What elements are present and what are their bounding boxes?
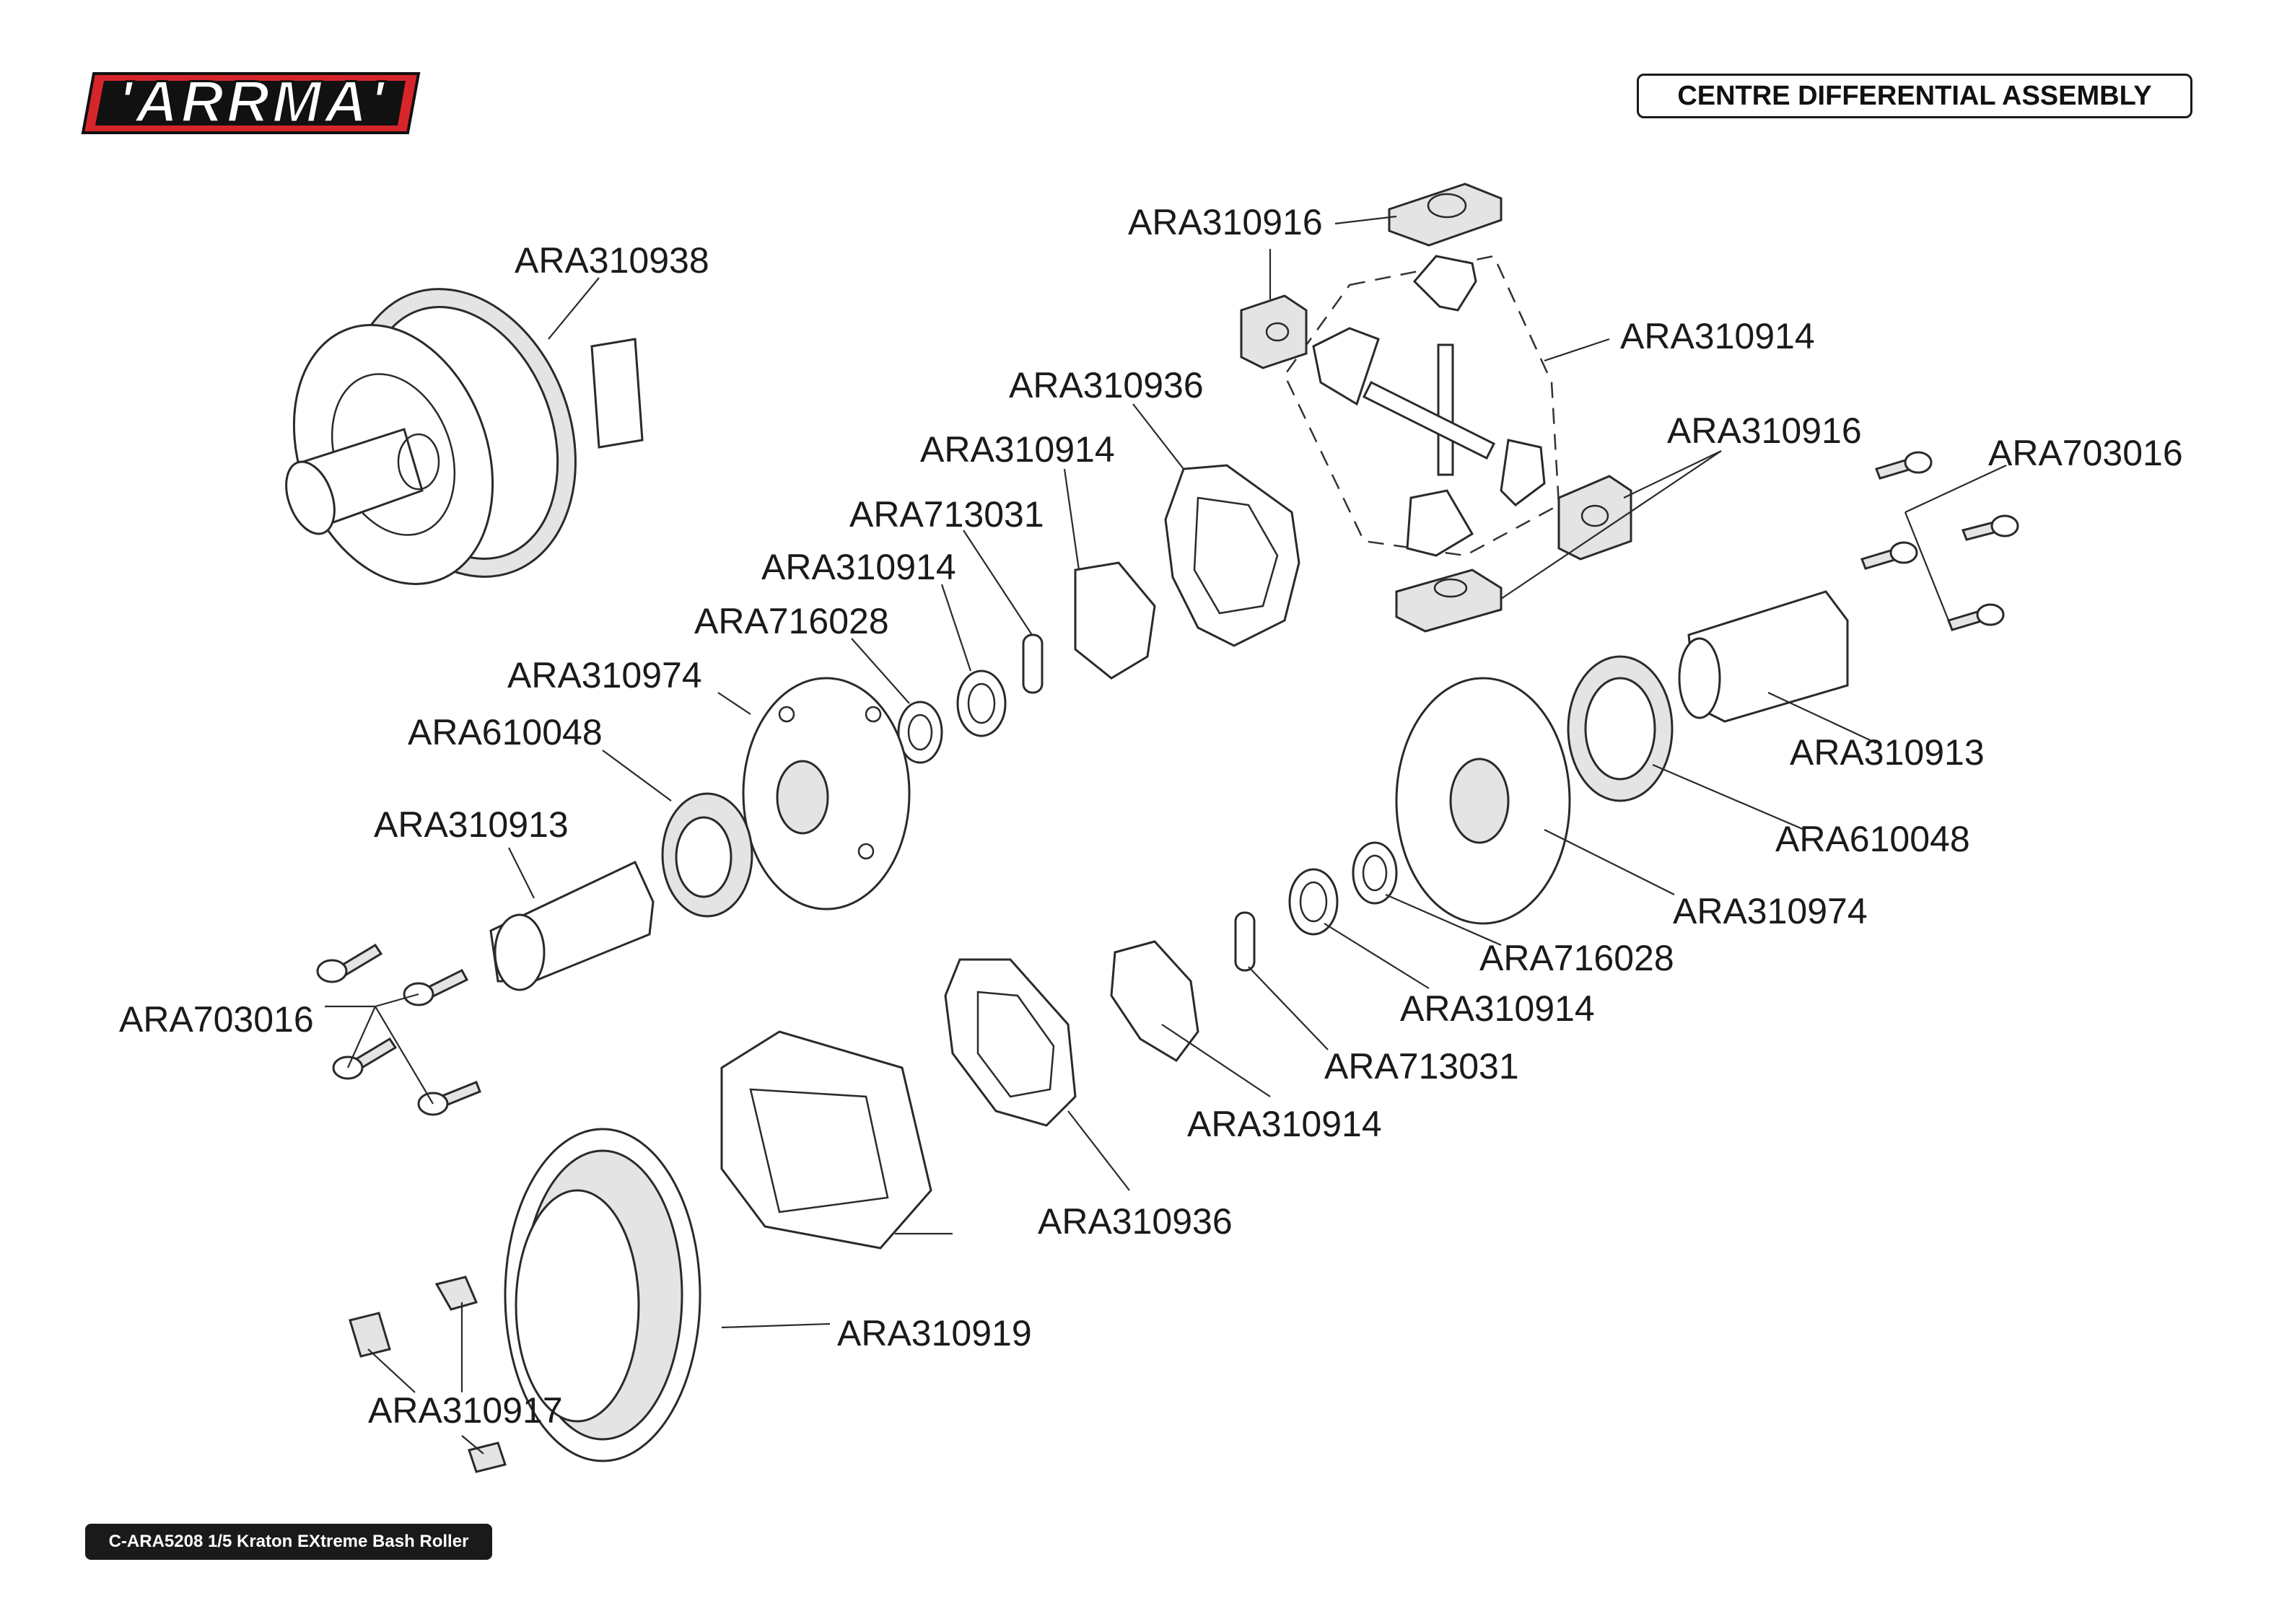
part-label-ARA310916-right: ARA310916 (1667, 411, 1862, 451)
part-labels: ARA310938 ARA310916 ARA310914 ARA310936 … (119, 202, 2183, 1431)
part-label-ARA310974-right: ARA310974 (1673, 891, 1868, 931)
part-label-ARA310917: ARA310917 (368, 1390, 563, 1431)
leader-lines (325, 215, 2007, 1454)
part-label-ARA713031-top: ARA713031 (849, 494, 1044, 535)
part-label-ARA610048-left: ARA610048 (408, 712, 603, 752)
part-label-ARA703016-left: ARA703016 (119, 999, 314, 1040)
part-label-ARA310913-right: ARA310913 (1790, 732, 1985, 773)
part-label-ARA310916-top: ARA310916 (1128, 202, 1323, 242)
footer-product-code: C-ARA5208 1/5 Kraton EXtreme Bash Roller (85, 1524, 492, 1560)
upper-diff-stack (489, 464, 1300, 991)
part-label-ARA310914-d: ARA310914 (1187, 1104, 1382, 1144)
screws-left (316, 943, 481, 1116)
part-label-ARA703016-right: ARA703016 (1988, 433, 2183, 473)
part-label-ARA716028-top: ARA716028 (694, 601, 889, 641)
part-label-ARA310938: ARA310938 (515, 240, 709, 281)
part-label-ARA716028-bottom: ARA716028 (1479, 938, 1674, 978)
part-label-ARA610048-right: ARA610048 (1775, 819, 1970, 859)
part-label-ARA310914-c: ARA310914 (1400, 988, 1595, 1029)
screws-right (1860, 451, 2019, 631)
part-label-ARA310914-spider: ARA310914 (1620, 316, 1815, 356)
part-label-ARA310936-top: ARA310936 (1009, 365, 1204, 405)
right-diff-stack (1234, 590, 1849, 972)
logo-wordmark: 'ARRMA' (117, 69, 388, 136)
part-label-ARA310936-bottom: ARA310936 (1038, 1201, 1233, 1242)
lower-diff-stack (349, 940, 1199, 1473)
part-label-ARA713031-bottom: ARA713031 (1324, 1046, 1519, 1087)
part-label-ARA310919: ARA310919 (837, 1313, 1032, 1353)
part-label-ARA310914-b: ARA310914 (761, 547, 956, 587)
arrma-logo: 'ARRMA' (79, 66, 426, 139)
part-label-ARA310974-left: ARA310974 (507, 655, 702, 695)
part-label-ARA310913-left: ARA310913 (374, 804, 569, 845)
spider-gear-assembly (1240, 183, 1632, 633)
page-title: CENTRE DIFFERENTIAL ASSEMBLY (1637, 74, 2192, 118)
part-label-ARA310914-a: ARA310914 (920, 429, 1115, 470)
assembled-differential (285, 288, 644, 585)
logo-badge (81, 72, 421, 134)
